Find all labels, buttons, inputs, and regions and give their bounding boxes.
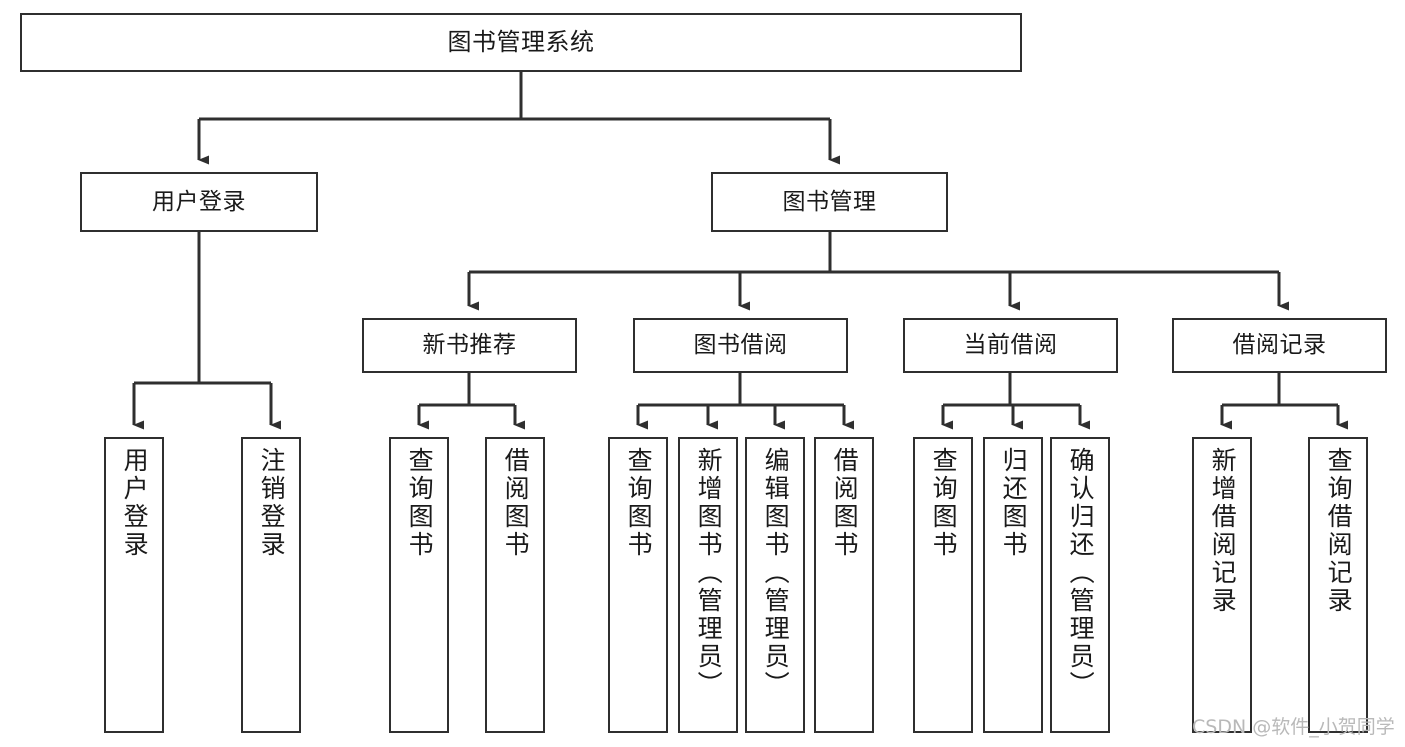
node-leaf-user-login[interactable]: 用户登录 [104, 437, 164, 733]
node-root[interactable]: 图书管理系统 [20, 13, 1022, 72]
node-current-borrow-label: 当前借阅 [963, 332, 1058, 359]
node-leaf-add-borrow-record-label: 新增借阅记录 [1208, 447, 1238, 615]
node-leaf-return-book[interactable]: 归还图书 [983, 437, 1043, 733]
node-leaf-user-login-label: 用户登录 [120, 447, 150, 559]
node-leaf-query-borrow-record-label: 查询借阅记录 [1324, 447, 1354, 615]
node-leaf-add-book-label: 新增图书（管理员） [694, 447, 724, 699]
node-leaf-confirm-return-label: 确认归还（管理员） [1066, 447, 1096, 699]
node-leaf-query-book-current-label: 查询图书 [929, 447, 959, 559]
node-leaf-borrow-book-recommend-label: 借阅图书 [501, 447, 531, 559]
node-leaf-query-book-borrow-label: 查询图书 [624, 447, 654, 559]
node-user-login-label: 用户登录 [152, 188, 246, 215]
node-leaf-query-book-current[interactable]: 查询图书 [913, 437, 973, 733]
csdn-watermark: CSDN @软件_小贺同学 [1192, 716, 1395, 738]
node-borrow-record-label: 借阅记录 [1232, 332, 1327, 359]
node-leaf-borrow-book[interactable]: 借阅图书 [814, 437, 874, 733]
node-leaf-return-book-label: 归还图书 [999, 447, 1029, 559]
node-leaf-query-book-recommend[interactable]: 查询图书 [389, 437, 449, 733]
node-new-book-recommend-label: 新书推荐 [422, 332, 517, 359]
node-borrow-record[interactable]: 借阅记录 [1172, 318, 1387, 373]
node-leaf-borrow-book-recommend[interactable]: 借阅图书 [485, 437, 545, 733]
node-leaf-edit-book[interactable]: 编辑图书（管理员） [745, 437, 805, 733]
node-book-borrow-label: 图书借阅 [693, 332, 788, 359]
node-leaf-logout[interactable]: 注销登录 [241, 437, 301, 733]
node-leaf-logout-label: 注销登录 [257, 447, 287, 559]
node-book-management-label: 图书管理 [782, 188, 877, 215]
node-book-borrow[interactable]: 图书借阅 [633, 318, 848, 373]
node-leaf-confirm-return[interactable]: 确认归还（管理员） [1050, 437, 1110, 733]
node-leaf-add-book[interactable]: 新增图书（管理员） [678, 437, 738, 733]
node-leaf-borrow-book-label: 借阅图书 [830, 447, 860, 559]
node-new-book-recommend[interactable]: 新书推荐 [362, 318, 577, 373]
node-root-label: 图书管理系统 [447, 27, 595, 56]
node-leaf-query-book-borrow[interactable]: 查询图书 [608, 437, 668, 733]
node-leaf-query-book-recommend-label: 查询图书 [405, 447, 435, 559]
node-leaf-query-borrow-record[interactable]: 查询借阅记录 [1308, 437, 1368, 733]
node-leaf-edit-book-label: 编辑图书（管理员） [761, 447, 791, 699]
node-book-management[interactable]: 图书管理 [711, 172, 948, 232]
node-current-borrow[interactable]: 当前借阅 [903, 318, 1118, 373]
node-user-login[interactable]: 用户登录 [80, 172, 318, 232]
node-leaf-add-borrow-record[interactable]: 新增借阅记录 [1192, 437, 1252, 733]
